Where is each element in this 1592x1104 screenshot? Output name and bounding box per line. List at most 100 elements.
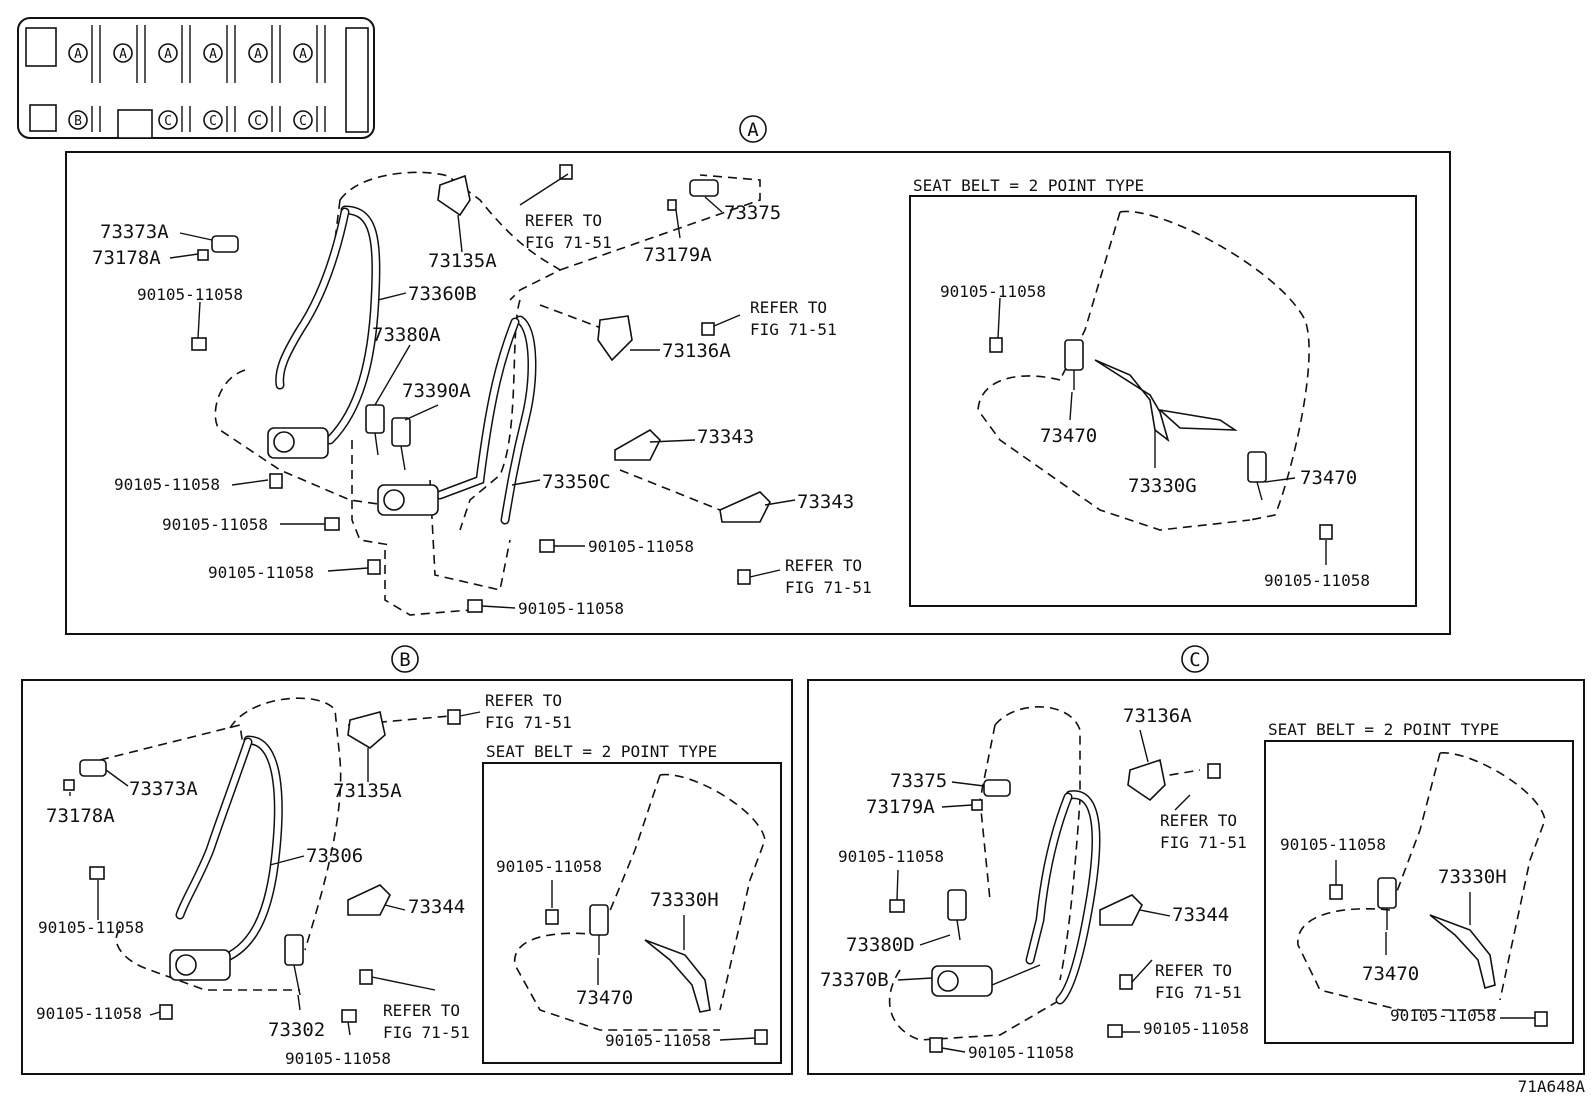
refer-note: REFER TO: [750, 298, 827, 317]
index-seat-shape: [226, 25, 236, 83]
index-marker-circle: [203, 43, 223, 63]
part-label-bolt: 90105-11058: [518, 599, 624, 618]
section-a-frame: [65, 151, 1451, 635]
section-c-inset: SEAT BELT = 2 POINT TYPE 90105-11058 734…: [1264, 720, 1574, 1044]
part-label-73470: 73470: [576, 987, 633, 1009]
index-seat-shape: [271, 25, 281, 83]
refer-note: REFER TO: [383, 1001, 460, 1020]
index-seat-shape: [271, 106, 281, 132]
refer-note: REFER TO: [1160, 811, 1237, 830]
index-seat-shape: [316, 106, 326, 132]
refer-note: REFER TO: [485, 691, 562, 710]
section-b: B 73373A 73178A: [21, 645, 793, 1075]
part-label-73370B: 73370B: [820, 969, 889, 991]
index-marker-circle: [293, 43, 313, 63]
index-marker-label: A: [164, 47, 172, 62]
section-c-marker: [1181, 645, 1209, 673]
index-marker-circle: [113, 43, 133, 63]
inset-title: SEAT BELT = 2 POINT TYPE: [1268, 720, 1499, 739]
refer-note-fig: FIG 71-51: [1160, 833, 1247, 852]
part-label-73375: 73375: [724, 202, 781, 224]
index-seat-shape: [181, 106, 191, 132]
part-label-bolt: 90105-11058: [36, 1004, 142, 1023]
section-a-marker: [739, 115, 767, 143]
part-label-73135A: 73135A: [333, 780, 402, 802]
index-marker-circle: [203, 110, 223, 130]
part-label-73470: 73470: [1300, 467, 1357, 489]
section-c-marker-label: C: [1189, 649, 1200, 671]
section-b-frame: [21, 679, 793, 1075]
section-c-frame: [807, 679, 1585, 1075]
section-a-inset: SEAT BELT = 2 POINT TYPE 90105-11058 734…: [909, 176, 1417, 607]
part-label-73179A: 73179A: [866, 796, 935, 818]
inset-title: SEAT BELT = 2 POINT TYPE: [486, 742, 717, 761]
section-b-marker: [391, 645, 419, 673]
part-label-73373A: 73373A: [129, 778, 198, 800]
part-label-73136A: 73136A: [662, 340, 731, 362]
inset-frame: [1264, 740, 1574, 1044]
part-label-73330H: 73330H: [650, 889, 719, 911]
index-seat-shape: [181, 25, 191, 83]
inset-title: SEAT BELT = 2 POINT TYPE: [913, 176, 1144, 195]
refer-note-fig: FIG 71-51: [785, 578, 872, 597]
section-a-marker-label: A: [747, 119, 759, 141]
part-label-bolt: 90105-11058: [1264, 571, 1370, 590]
inset-frame: [482, 762, 782, 1064]
part-label-bolt: 90105-11058: [496, 857, 602, 876]
refer-note: REFER TO: [525, 211, 602, 230]
refer-note: REFER TO: [1155, 961, 1232, 980]
index-seat-shape: [136, 25, 146, 83]
refer-note: REFER TO: [785, 556, 862, 575]
part-label-73390A: 73390A: [402, 380, 471, 402]
section-b-inset: SEAT BELT = 2 POINT TYPE 90105-11058 734…: [482, 742, 782, 1064]
part-label-73302: 73302: [268, 1019, 325, 1041]
part-label-bolt: 90105-11058: [38, 918, 144, 937]
part-label-73344: 73344: [1172, 904, 1229, 926]
part-label-bolt: 90105-11058: [137, 285, 243, 304]
index-seat-shape: [91, 106, 101, 132]
part-label-73350C: 73350C: [542, 471, 611, 493]
index-marker-circle: [68, 110, 88, 130]
part-label-bolt: 90105-11058: [1143, 1019, 1249, 1038]
part-label-bolt: 90105-11058: [114, 475, 220, 494]
part-label-73375: 73375: [890, 770, 947, 792]
part-label-73179A: 73179A: [643, 244, 712, 266]
part-label-73470: 73470: [1040, 425, 1097, 447]
index-marker-label: A: [299, 47, 307, 62]
index-marker-label: C: [254, 114, 262, 129]
part-label-bolt: 90105-11058: [285, 1049, 391, 1068]
inset-frame: [909, 195, 1417, 607]
index-marker-label: A: [254, 47, 262, 62]
index-marker-circle: [158, 43, 178, 63]
part-label-73330G: 73330G: [1128, 475, 1197, 497]
part-label-73344: 73344: [408, 896, 465, 918]
section-b-marker-label: B: [399, 649, 410, 671]
part-label-73373A: 73373A: [100, 221, 169, 243]
index-marker-circle: [158, 110, 178, 130]
part-label-73343-top: 73343: [697, 426, 754, 448]
refer-note-fig: FIG 71-51: [525, 233, 612, 252]
index-marker-label: C: [299, 114, 307, 129]
index-marker-label: C: [164, 114, 172, 129]
part-label-73136A: 73136A: [1123, 705, 1192, 727]
index-marker-circle: [293, 110, 313, 130]
index-seat-shape: [91, 25, 101, 83]
part-label-bolt: 90105-11058: [208, 563, 314, 582]
index-marker-label: A: [74, 47, 82, 62]
refer-note-fig: FIG 71-51: [383, 1023, 470, 1042]
part-label-bolt: 90105-11058: [838, 847, 944, 866]
section-c: C 73136A 73375: [807, 645, 1585, 1075]
figure-code: 71A648A: [1518, 1077, 1586, 1096]
part-label-73380D: 73380D: [846, 934, 915, 956]
refer-note-fig: FIG 71-51: [750, 320, 837, 339]
part-label-73470: 73470: [1362, 963, 1419, 985]
part-label-73178A: 73178A: [46, 805, 115, 827]
index-seat-shape: [316, 25, 326, 83]
index-seat-shape: [226, 106, 236, 132]
index-marker-circle: [248, 43, 268, 63]
part-label-73330H: 73330H: [1438, 866, 1507, 888]
index-marker-circle: [68, 43, 88, 63]
